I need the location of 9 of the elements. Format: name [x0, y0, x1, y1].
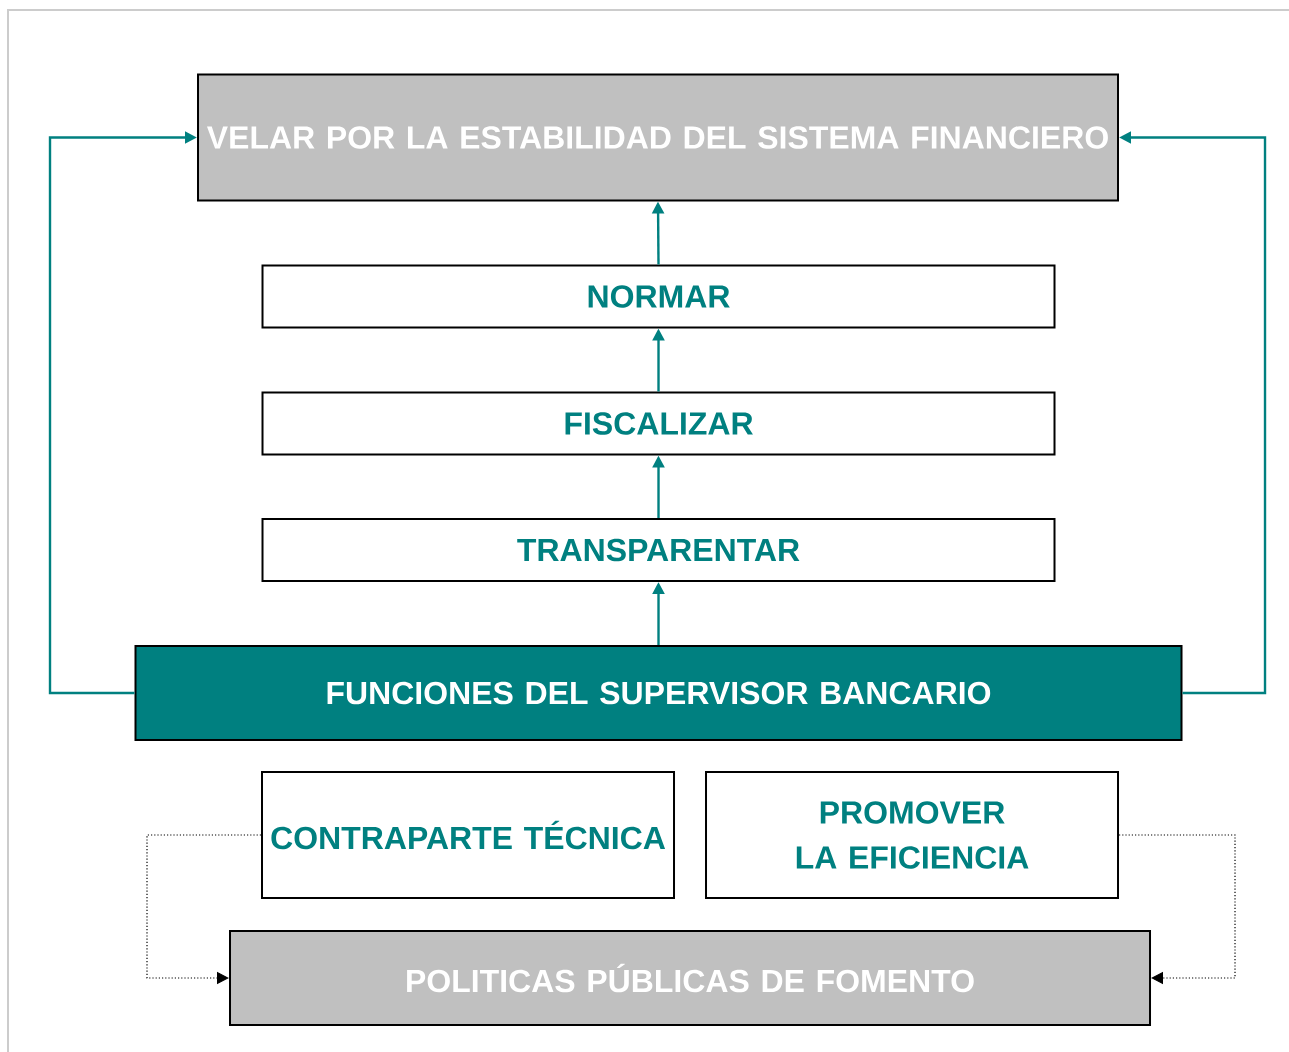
arrow: [1118, 834, 1236, 985]
process-box: PROMOVER LA EFICIENCIA: [705, 771, 1119, 899]
title-box: FUNCIONES DEL SUPERVISOR BANCARIO: [134, 645, 1183, 741]
process-box: CONTRAPARTE TÉCNICA: [261, 771, 675, 899]
title-box: VELAR POR LA ESTABILIDAD DEL SISTEMA FINANCIERO: [197, 73, 1119, 202]
process-box: TRANSPARENTAR: [261, 518, 1056, 582]
process-box: FISCALIZAR: [261, 391, 1056, 456]
title-box: POLITICAS PÚBLICAS DE FOMENTO: [229, 930, 1151, 1026]
process-box: NORMAR: [261, 264, 1056, 329]
